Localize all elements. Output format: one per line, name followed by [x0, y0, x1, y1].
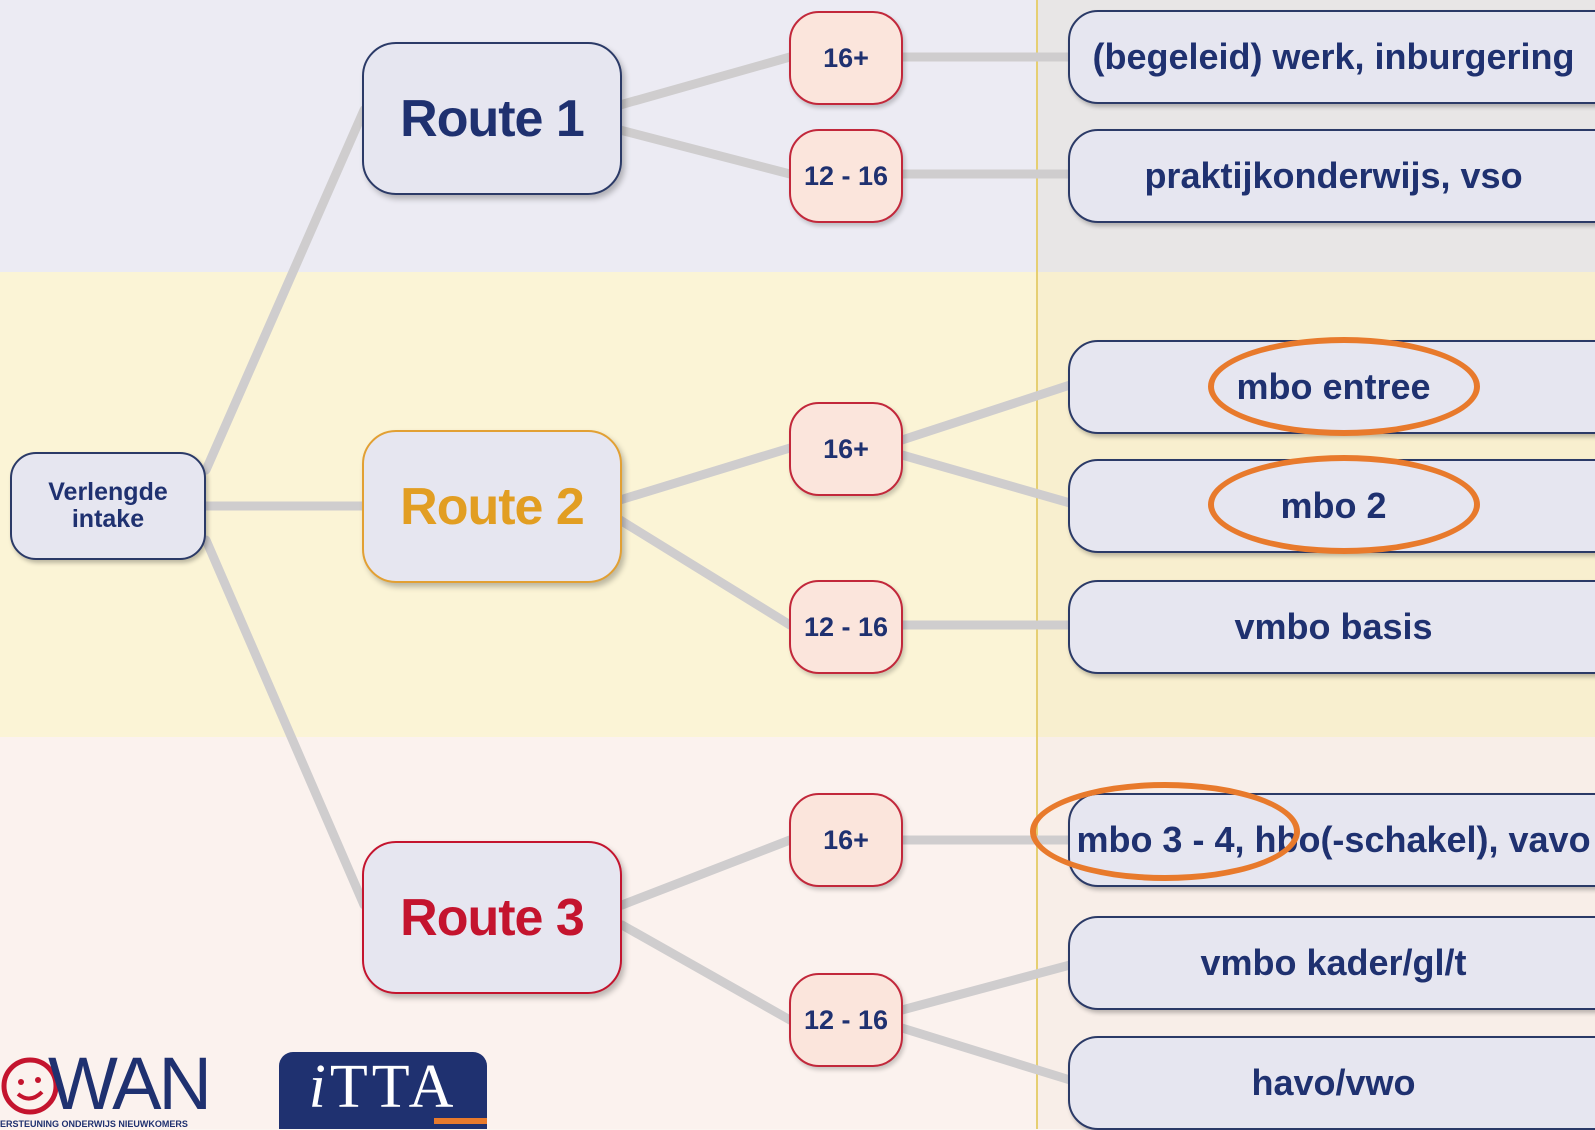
destination-node: vmbo basis [1068, 580, 1595, 674]
destination-node: praktijkonderwijs, vso [1068, 129, 1595, 223]
column-divider [1036, 0, 1038, 1129]
age-label: 16+ [823, 433, 869, 464]
age-node-route-3-16plus: 16+ [789, 793, 903, 887]
age-label: 12 - 16 [803, 160, 889, 191]
highlight-circle-mbo-entree [1208, 337, 1480, 436]
connector-intake-route-1 [201, 105, 369, 475]
route-3-node: Route 3 [362, 841, 622, 994]
connector-route-2-age-3 [615, 443, 795, 505]
highlight-circle-mbo-3-4 [1030, 782, 1300, 881]
connector-route-1-age-1 [615, 52, 795, 110]
destination-label: (begeleid) werk, inburgering [1092, 36, 1575, 77]
lowan-logo-subtitle: ERSTEUNING ONDERWIJS NIEUWKOMERS [0, 1119, 188, 1129]
connector-route-2-age-4 [615, 515, 795, 630]
highlight-circle-mbo-2 [1208, 455, 1480, 554]
age-label: 12 - 16 [803, 611, 889, 642]
age-label: 16+ [823, 42, 869, 73]
route-3-label: Route 3 [400, 888, 585, 947]
destination-label: vmbo basis [1234, 606, 1433, 647]
connector-age-3-dest-3 [897, 380, 1075, 445]
lowan-logo-mark-icon [1, 1057, 58, 1115]
destination-label: vmbo kader/gl/t [1200, 942, 1467, 983]
connector-route-3-age-5 [617, 835, 795, 910]
connector-intake-route-3 [201, 535, 369, 910]
destination-node: (begeleid) werk, inburgering [1068, 10, 1595, 104]
lowan-logo: WAN [48, 1042, 212, 1125]
destination-label: havo/vwo [1251, 1062, 1416, 1103]
route-1-label: Route 1 [400, 89, 585, 148]
verlengde-intake-label: Verlengde intake [48, 478, 168, 533]
connector-age-3-dest-4 [897, 450, 1075, 508]
itta-logo-accent [434, 1118, 487, 1124]
route-2-label: Route 2 [400, 477, 585, 536]
connector-age-6-dest-7 [897, 960, 1075, 1015]
age-node-route-2-16plus: 16+ [789, 402, 903, 496]
verlengde-intake-node: Verlengde intake [10, 452, 206, 560]
age-node-route-3-12-16: 12 - 16 [789, 973, 903, 1067]
destination-node: havo/vwo [1068, 1036, 1595, 1130]
age-node-route-1-12-16: 12 - 16 [789, 129, 903, 223]
age-label: 12 - 16 [803, 1004, 889, 1035]
connector-route-1-age-2 [615, 125, 795, 179]
route-2-node: Route 2 [362, 430, 622, 583]
connector-age-6-dest-8 [897, 1023, 1075, 1085]
connector-route-3-age-6 [617, 920, 795, 1025]
route-1-node: Route 1 [362, 42, 622, 195]
age-label: 16+ [823, 824, 869, 855]
age-node-route-1-16plus: 16+ [789, 11, 903, 105]
itta-logo: iTTA [279, 1052, 487, 1129]
destination-node: vmbo kader/gl/t [1068, 916, 1595, 1010]
destination-label: praktijkonderwijs, vso [1144, 155, 1523, 196]
age-node-route-2-12-16: 12 - 16 [789, 580, 903, 674]
